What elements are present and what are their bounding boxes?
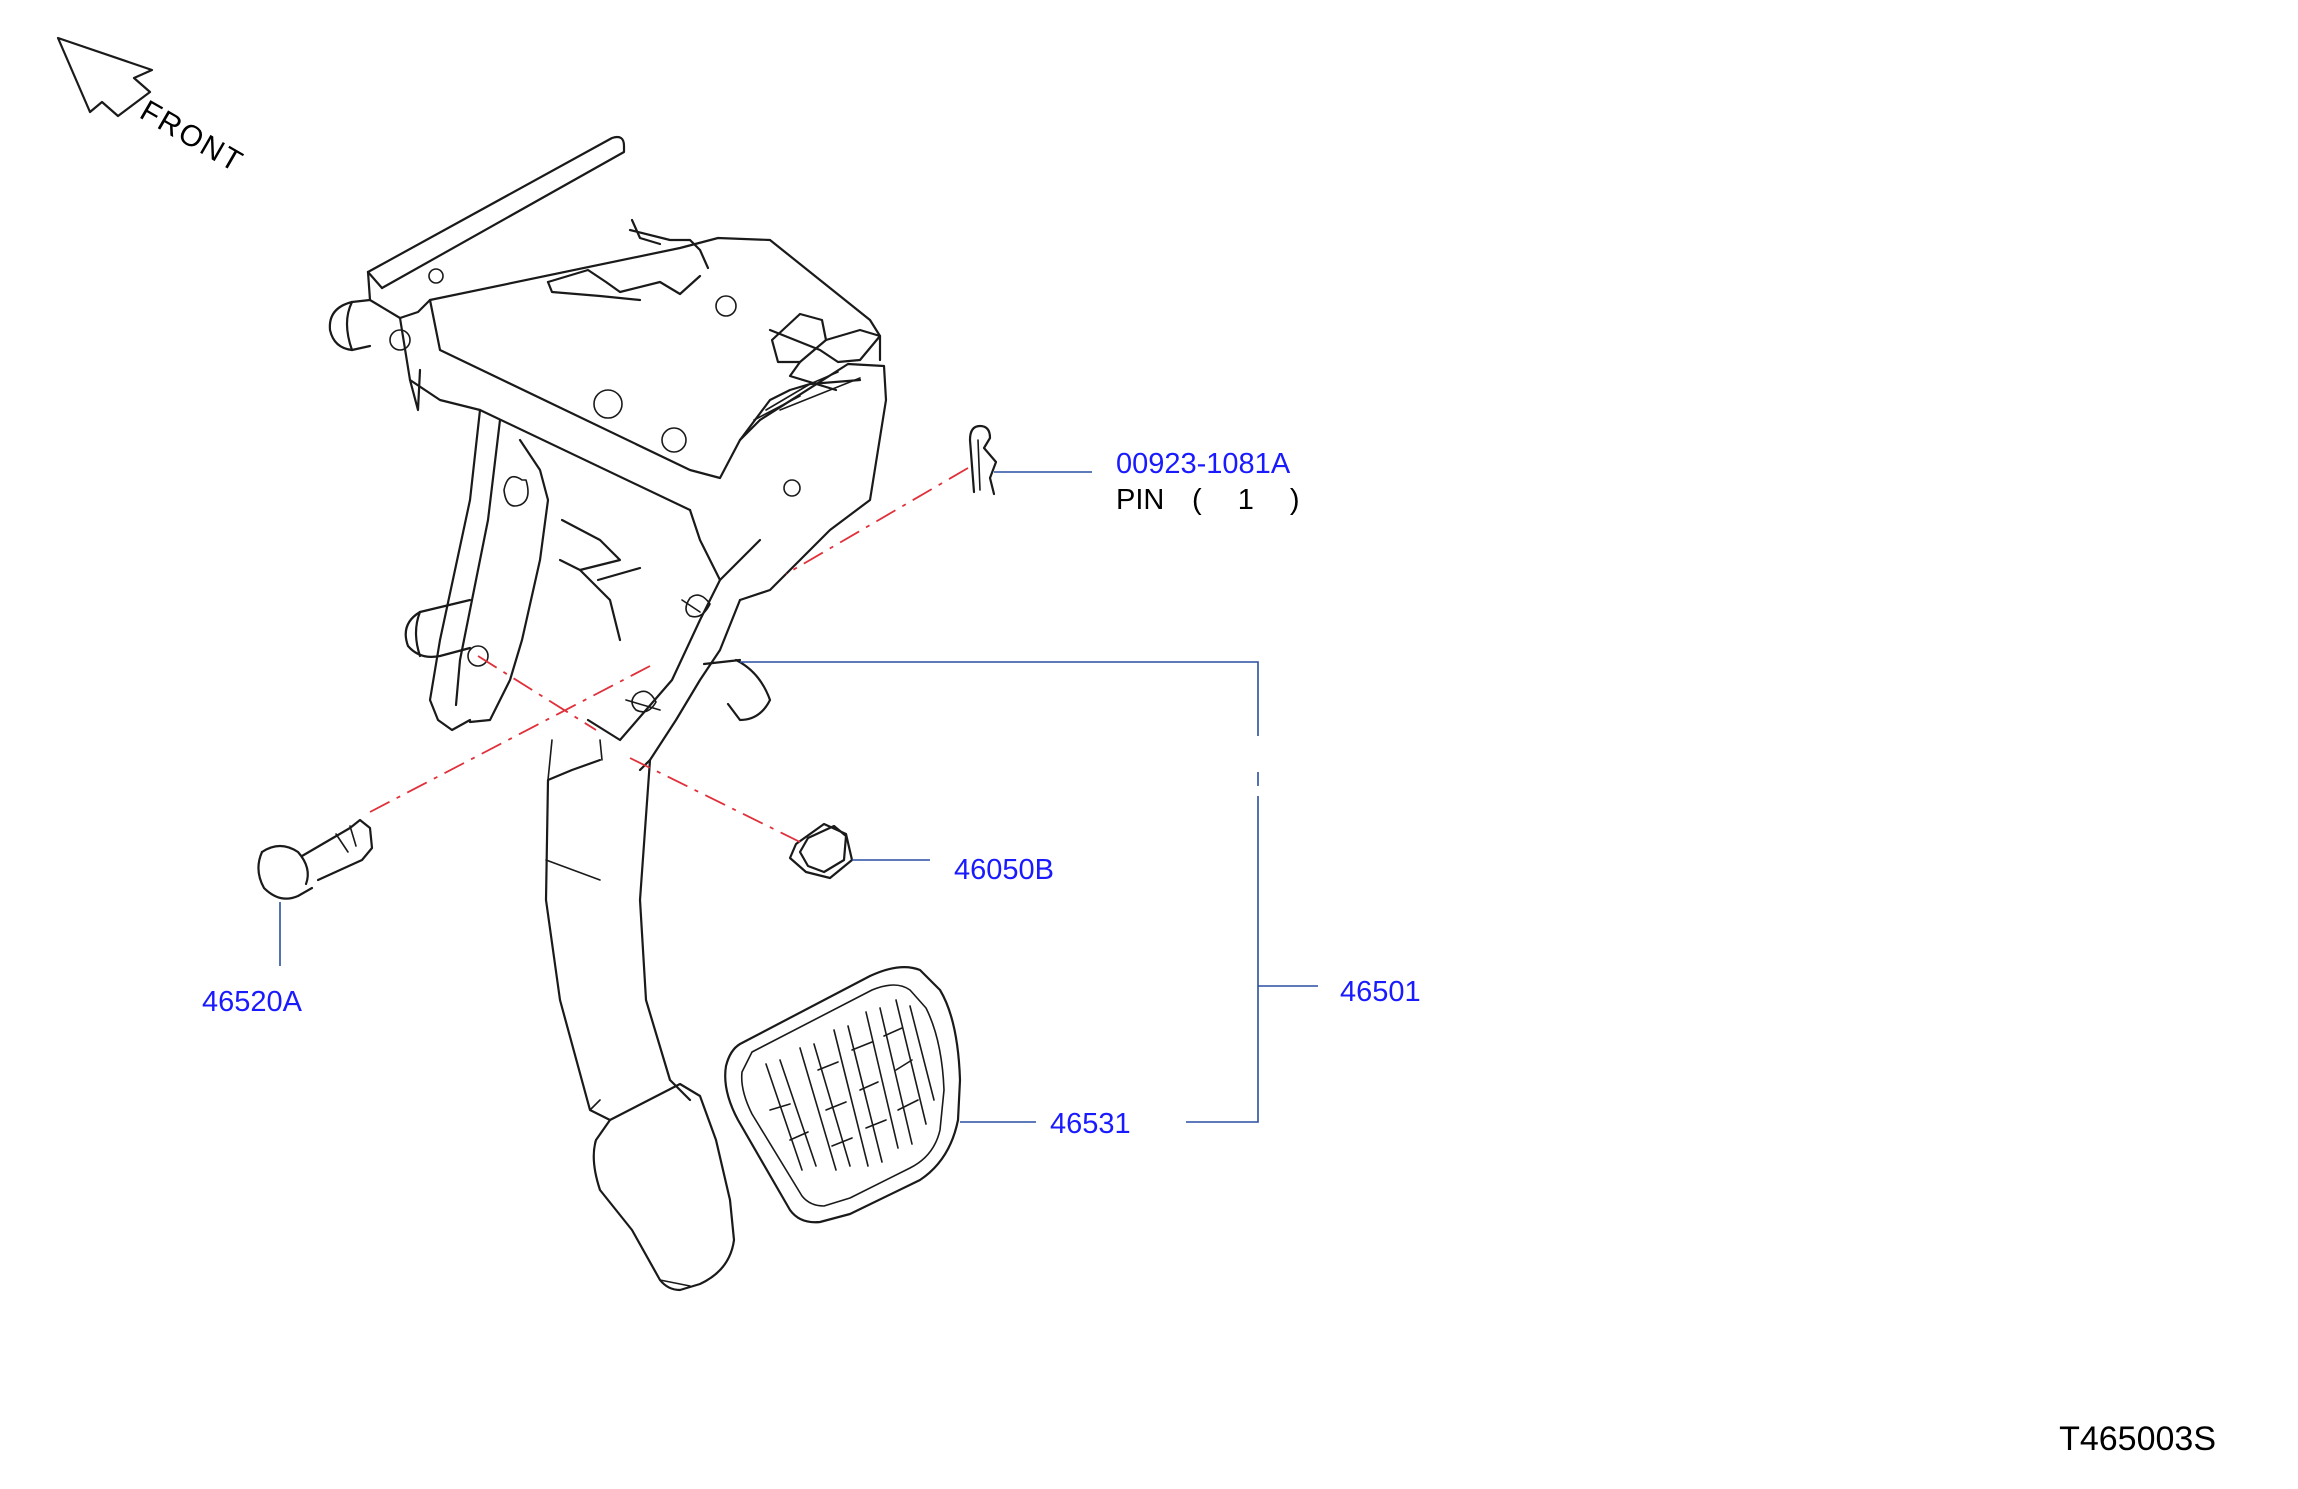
callout-clevis-pin-number[interactable]: 46520A (202, 986, 302, 1018)
clevis-pin-icon (257, 818, 374, 900)
snap-pin-icon (968, 424, 998, 496)
bushing-icon (788, 822, 854, 880)
leader-lines (279, 471, 1318, 1123)
assembly-centerlines (369, 467, 969, 843)
callout-pedal-pad-number[interactable]: 46531 (1050, 1108, 1131, 1140)
diagram-code: T465003S (2059, 1420, 2216, 1458)
pedal-arm (544, 508, 772, 1292)
callout-pin-qty: ( 1 ) (1192, 484, 1314, 516)
pedal-pad (724, 965, 962, 1224)
callout-bushing-number[interactable]: 46050B (954, 854, 1054, 886)
pedal-bracket (328, 135, 888, 732)
callout-pin-number[interactable]: 00923-1081A (1116, 448, 1291, 480)
callout-pedal-assembly-number[interactable]: 46501 (1340, 976, 1421, 1008)
callout-pin-description: PIN (1116, 484, 1165, 516)
front-arrow-icon (56, 36, 154, 118)
